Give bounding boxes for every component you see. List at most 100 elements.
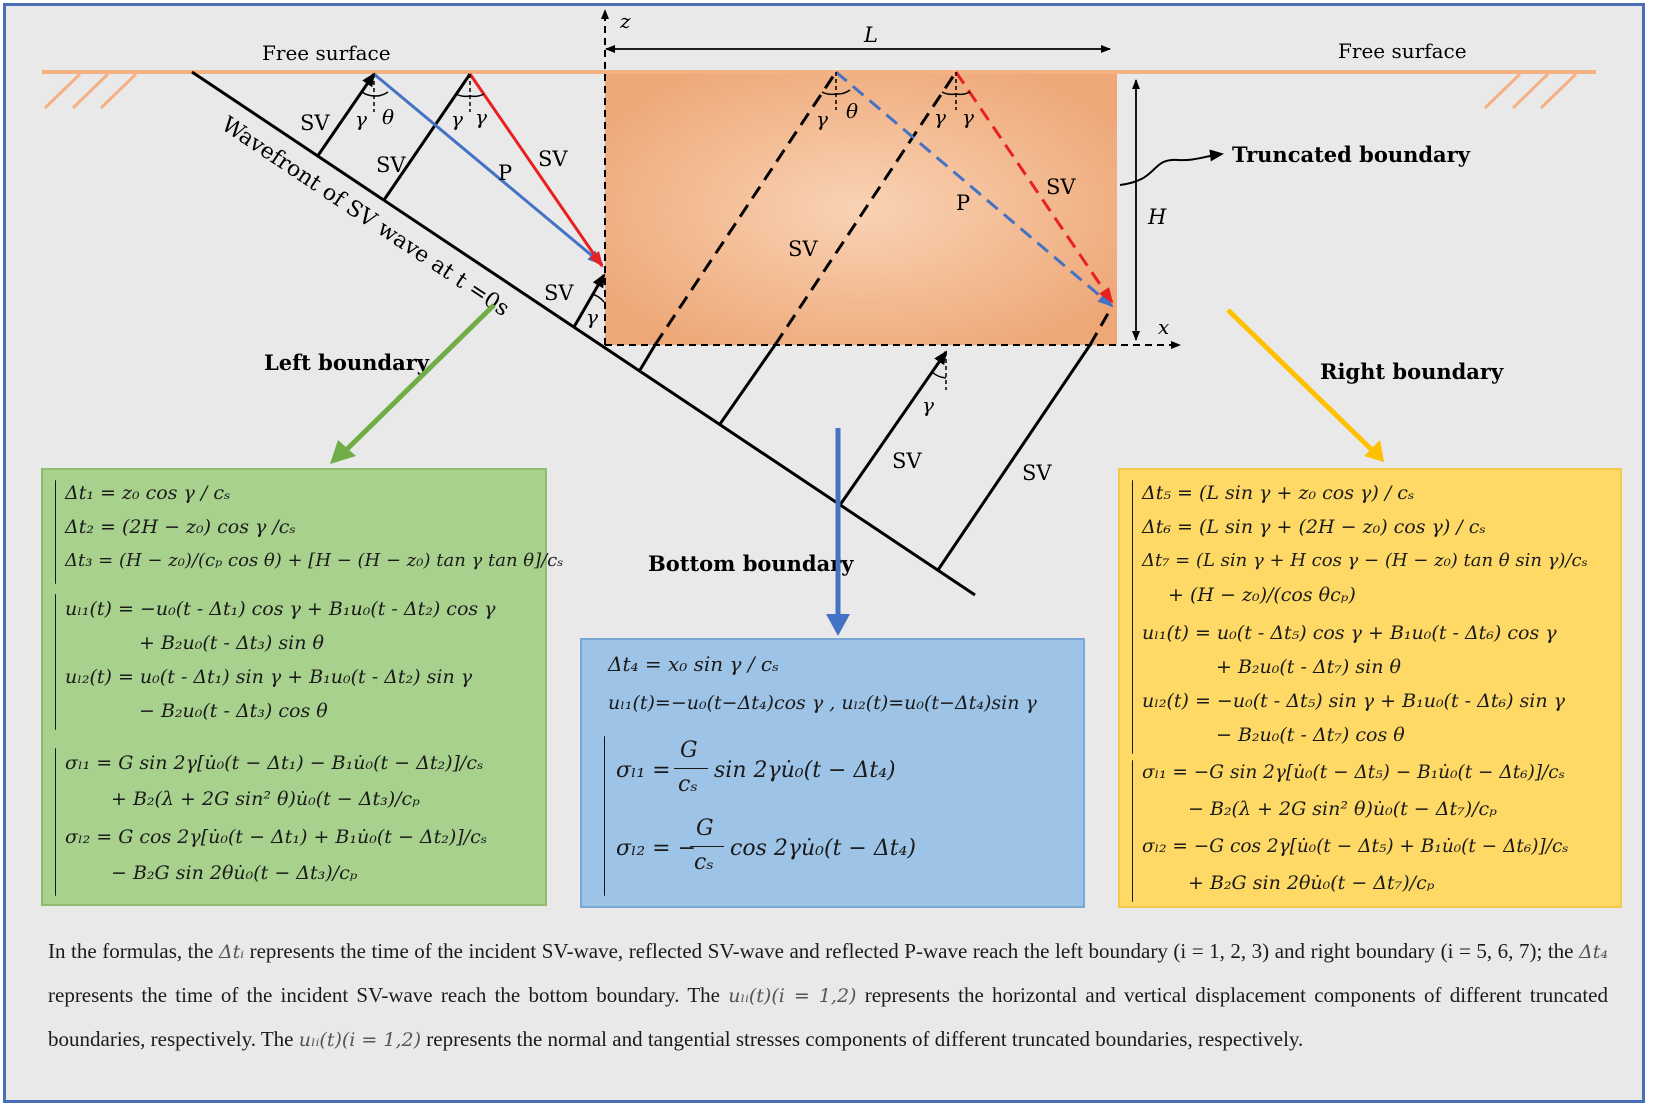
- svg-text:θ: θ: [846, 99, 858, 123]
- angle-arcs: [361, 89, 971, 379]
- free-surface-left-label: Free surface: [262, 41, 391, 65]
- brace: [55, 480, 56, 584]
- bottom-boundary-label: Bottom boundary: [648, 551, 854, 576]
- wave-labels: SV SV SV P SV SV SV P SV SV: [300, 111, 1076, 485]
- formula-line: Δt₄ = x₀ sin γ / cₛ: [608, 652, 779, 676]
- caption-text: In the formulas, the: [48, 939, 219, 963]
- sv-label: SV: [544, 281, 574, 305]
- reflected-sv-right: [954, 71, 1114, 304]
- sv-label: SV: [300, 111, 330, 135]
- formula-line: σₗ₁ = −G sin 2γ[u̇₀(t − Δt₅) − B₁u̇₀(t −…: [1142, 762, 1565, 783]
- fraction-numerator: G: [680, 738, 698, 763]
- brace: [1132, 760, 1133, 902]
- ground-hatch-right: [1483, 72, 1578, 110]
- brace: [1132, 618, 1133, 754]
- formula-line: σₗ₂ = −G cos 2γ[u̇₀(t − Δt₅) + B₁u̇₀(t −…: [1142, 836, 1569, 857]
- svg-text:γ: γ: [934, 105, 946, 129]
- truncated-model-region: [605, 72, 1117, 345]
- left-boundary-formula-panel: Δt₁ = z₀ cos γ / cₛ Δt₂ = (2H − z₀) cos …: [41, 468, 563, 906]
- sv-label: SV: [376, 153, 406, 177]
- formula-line: + B₂u₀(t - Δt₃) sin θ: [139, 632, 324, 654]
- right-boundary-arrowhead: [1364, 440, 1384, 462]
- svg-text:γ: γ: [816, 107, 828, 131]
- truncated-boundary-pointer: [1119, 149, 1224, 186]
- reflected-p-right: [835, 70, 1114, 308]
- angle-labels: γ θ γ γ γ θ γ γ γ γ: [355, 99, 974, 417]
- formula-line: uₗ₁(t)=−u₀(t−Δt₄)cos γ , uₗ₂(t)=u₀(t−Δt₄…: [608, 692, 1037, 714]
- wavefront-label: Wavefront of SV wave at t =0s: [217, 112, 514, 322]
- sv-label: SV: [1022, 461, 1052, 485]
- truncated-boundary-label: Truncated boundary: [1232, 142, 1471, 167]
- dimension-l-label: L: [863, 23, 878, 47]
- caption-symbol: uₗᵢ(t)(i = 1,2): [728, 985, 857, 1007]
- svg-text:θ: θ: [382, 105, 394, 129]
- ground-hatch-left: [43, 72, 138, 110]
- right-boundary-formula-panel: Δt₅ = (L sin γ + z₀ cos γ) / cₛ Δt₆ = (L…: [1118, 468, 1622, 908]
- reflected-sv-left: [468, 73, 604, 268]
- formula-line: uₗ₁(t) = u₀(t - Δt₅) cos γ + B₁u₀(t - Δt…: [1142, 622, 1557, 644]
- caption-text: represents the horizontal and vertical d…: [48, 983, 1609, 1051]
- right-boundary-arrow: [1226, 308, 1376, 454]
- free-surface-right-label: Free surface: [1338, 39, 1467, 63]
- formula-line: σₗ₂ = G cos 2γ[u̇₀(t − Δt₁) + B₁u̇₀(t − …: [65, 826, 488, 848]
- brace: [1132, 480, 1133, 620]
- sv-label: SV: [1046, 175, 1076, 199]
- formula-line: Δt₃ = (H − z₀)/(cₚ cos θ) + [H − (H − z₀…: [65, 550, 564, 571]
- formula-line: Δt₆ = (L sin γ + (2H − z₀) cos γ) / cₛ: [1142, 516, 1486, 538]
- formula-line: + B₂u₀(t - Δt₇) sin θ: [1216, 656, 1401, 678]
- svg-text:γ: γ: [922, 393, 934, 417]
- formula-line: σₗ₂ = −: [616, 836, 697, 861]
- brace: [55, 748, 56, 896]
- formula-line: sin 2γu̇₀(t − Δt₄): [714, 758, 896, 783]
- formula-line: σₗ₁ =: [616, 758, 671, 783]
- svg-text:γ: γ: [451, 107, 463, 131]
- svg-text:γ: γ: [962, 105, 974, 129]
- caption-symbol: Δtᵢ: [218, 941, 245, 963]
- fraction-bar: [674, 768, 708, 769]
- left-boundary-arrowhead: [330, 440, 356, 464]
- svg-text:γ: γ: [355, 107, 367, 131]
- normal-lines: [373, 72, 957, 390]
- p-label: P: [498, 161, 512, 185]
- sv-label: SV: [892, 449, 922, 473]
- formula-line: + (H − z₀)/(cos θcₚ): [1168, 584, 1356, 606]
- reflected-p-left: [373, 72, 604, 266]
- bottom-boundary-formula-panel: Δt₄ = x₀ sin γ / cₛ uₗ₁(t)=−u₀(t−Δt₄)cos…: [580, 638, 1085, 908]
- caption-symbol: uₗᵢ(t)(i = 1,2): [298, 1029, 421, 1051]
- fraction-bar: [690, 846, 724, 847]
- formula-line: uₗ₂(t) = −u₀(t - Δt₅) sin γ + B₁u₀(t - Δ…: [1142, 690, 1565, 712]
- formula-line: cos 2γu̇₀(t − Δt₄): [730, 836, 916, 861]
- formula-line: − B₂(λ + 2G sin² θ)u̇₀(t − Δt₇)/cₚ: [1188, 798, 1497, 820]
- bottom-boundary-arrowhead: [826, 614, 850, 636]
- sv-label: SV: [538, 147, 568, 171]
- left-boundary-label: Left boundary: [264, 350, 430, 375]
- incident-sv-dashed-rays: [653, 71, 1112, 346]
- wavefront-line: [191, 70, 976, 597]
- incident-sv-rays: [315, 72, 1092, 571]
- formula-line: uₗ₁(t) = −u₀(t - Δt₁) cos γ + B₁u₀(t - Δ…: [65, 598, 496, 620]
- brace: [604, 736, 605, 896]
- formula-line: Δt₁ = z₀ cos γ / cₛ: [65, 482, 231, 504]
- fraction-denominator: cₛ: [678, 772, 698, 797]
- z-axis-label: z: [619, 9, 631, 33]
- x-axis-label: x: [1158, 315, 1169, 339]
- formula-line: − B₂G sin 2θu̇₀(t − Δt₃)/cₚ: [111, 862, 358, 884]
- caption-text: represents the normal and tangential str…: [421, 1027, 1304, 1051]
- caption-text: represents the time of the incident SV-w…: [244, 939, 1580, 963]
- figure-caption: In the formulas, the Δtᵢ represents the …: [48, 930, 1608, 1062]
- formula-line: uₗ₂(t) = u₀(t - Δt₁) sin γ + B₁u₀(t - Δt…: [65, 666, 473, 688]
- formula-line: Δt₅ = (L sin γ + z₀ cos γ) / cₛ: [1142, 482, 1415, 504]
- formula-line: − B₂u₀(t - Δt₃) cos θ: [139, 700, 328, 722]
- dimension-h-label: H: [1147, 205, 1167, 229]
- formula-line: σₗ₁ = G sin 2γ[u̇₀(t − Δt₁) − B₁u̇₀(t − …: [65, 752, 484, 774]
- brace: [55, 594, 56, 730]
- fraction-denominator: cₛ: [694, 850, 714, 875]
- right-boundary-label: Right boundary: [1320, 359, 1504, 384]
- left-boundary-arrow: [336, 303, 496, 460]
- sv-label: SV: [788, 237, 818, 261]
- formula-line: Δt₇ = (L sin γ + H cos γ − (H − z₀) tan …: [1142, 550, 1588, 571]
- caption-symbol: Δt₄: [1579, 941, 1608, 963]
- fraction-numerator: G: [696, 816, 714, 841]
